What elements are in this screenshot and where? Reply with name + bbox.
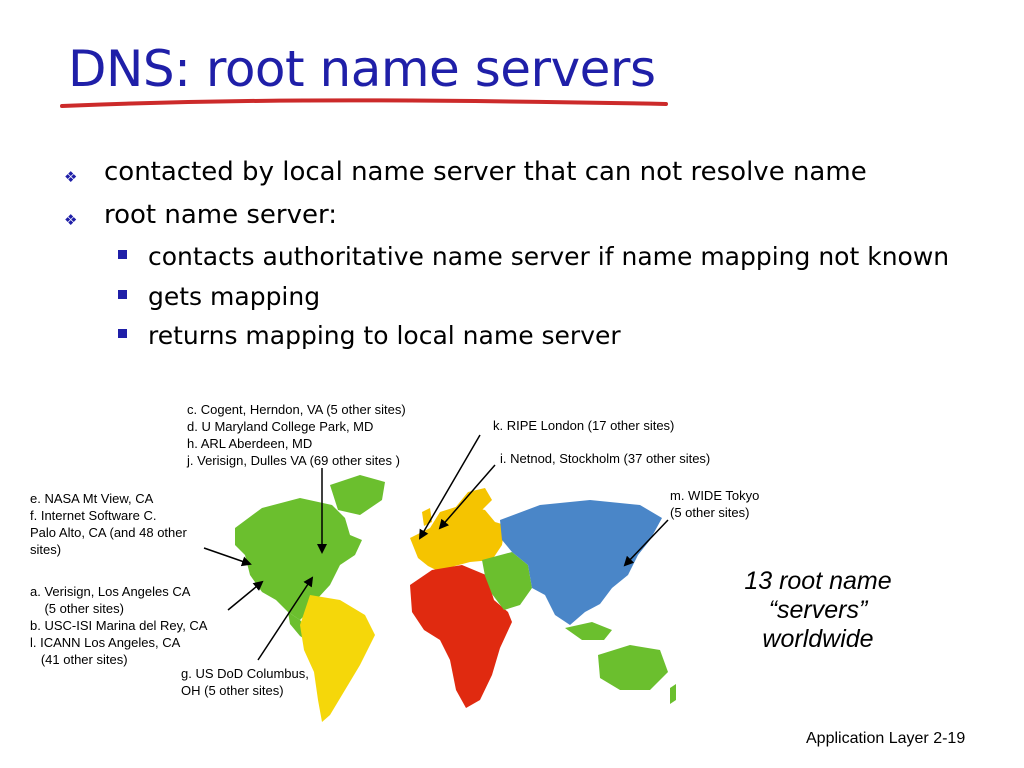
scandinavia-region <box>455 488 492 514</box>
square-bullet-icon <box>118 329 127 338</box>
europe-region <box>410 505 505 572</box>
sub-bullet-item: gets mapping <box>148 282 321 311</box>
uk-region <box>422 508 432 526</box>
root-server-label-k: k. RIPE London (17 other sites) <box>493 418 675 433</box>
africa-region <box>410 565 512 708</box>
pointer-arrow-m <box>623 519 669 567</box>
page-number: 2-19 <box>933 730 966 747</box>
australia-region <box>598 645 668 690</box>
slide-title: DNS: root name servers <box>68 40 656 98</box>
new-zealand-region <box>670 684 676 704</box>
root-servers-label-c-d-h-j: c. Cogent, Herndon, VA (5 other sites) d… <box>187 402 406 468</box>
asia-region <box>500 500 662 625</box>
title-underline <box>60 98 668 108</box>
middle-east-region <box>482 552 532 610</box>
bullet-item: contacted by local name server that can … <box>104 157 867 187</box>
diamond-cluster-bullet-icon: ❖ <box>64 211 78 229</box>
pointer-arrow-ef <box>203 547 252 567</box>
southeast-asia-region <box>565 622 612 640</box>
pointer-arrow-abl <box>227 580 264 611</box>
pointer-arrow-g <box>257 576 314 661</box>
root-server-label-i: i. Netnod, Stockholm (37 other sites) <box>500 451 711 466</box>
sub-bullet-item: returns mapping to local name server <box>148 321 621 350</box>
root-server-count-note: 13 root name “servers” worldwide <box>744 567 892 653</box>
greenland-region <box>330 475 385 515</box>
root-server-label-g: g. US DoD Columbus, OH (5 other sites) <box>181 666 309 698</box>
footer-label: Application Layer <box>806 730 929 747</box>
bullet-item: root name server: <box>104 200 337 230</box>
root-servers-label-e-f: e. NASA Mt View, CA f. Internet Software… <box>30 491 187 557</box>
root-servers-label-a-b-l: a. Verisign, Los Angeles CA (5 other sit… <box>30 584 208 667</box>
root-server-label-m: m. WIDE Tokyo (5 other sites) <box>670 488 760 520</box>
north-america-region <box>235 498 362 620</box>
square-bullet-icon <box>118 250 127 259</box>
south-america-region <box>300 595 375 722</box>
square-bullet-icon <box>118 290 127 299</box>
pointer-arrow-i <box>438 464 496 530</box>
slide-footer: Application Layer 2-19 <box>806 730 965 748</box>
diamond-cluster-bullet-icon: ❖ <box>64 168 78 186</box>
sub-bullet-item: contacts authoritative name server if na… <box>148 242 950 271</box>
pointer-arrow-k <box>418 434 481 540</box>
